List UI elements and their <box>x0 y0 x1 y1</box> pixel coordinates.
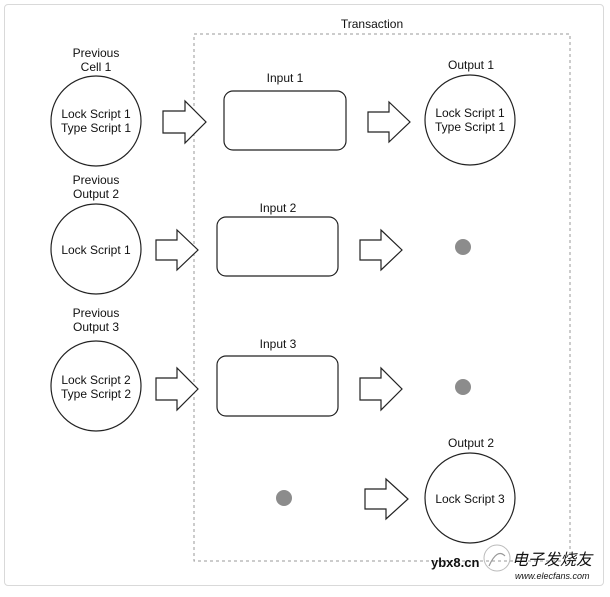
arrow-cell-1-to-input-1 <box>162 99 207 145</box>
cell-1-title-line-1: Previous <box>73 46 120 60</box>
output-2-script-line-1: Lock Script 3 <box>435 492 505 506</box>
watermark-brand: 电子发烧友 <box>512 551 594 569</box>
output-1-script-line-2: Type Script 1 <box>435 120 505 134</box>
output-1-label: Output 1 <box>448 58 494 72</box>
input-2: Input 2 <box>216 201 339 277</box>
cell-1-script-line-1: Lock Script 1 <box>61 107 131 121</box>
cell-2-title-line-1: Previous <box>73 173 120 187</box>
arrow-output-2-to-input-2 <box>155 228 199 272</box>
cell-1-circle <box>50 75 142 167</box>
watermark-logo-icon <box>483 544 511 572</box>
arrow-output-3-to-input-3 <box>155 366 199 412</box>
watermark-url: www.elecfans.com <box>515 571 590 581</box>
cell-1-title-line-2: Cell 1 <box>81 60 112 74</box>
input-1-box <box>223 90 347 151</box>
arrow-input-3-to-empty <box>359 366 403 412</box>
arrow-dot-to-output-2 <box>364 477 409 521</box>
cell-3-title-line-2: Output 3 <box>73 320 119 334</box>
output-2: Output 2 Lock Script 3 <box>424 436 516 544</box>
input-3-label: Input 3 <box>260 337 297 351</box>
input-3: Input 3 <box>216 337 339 417</box>
empty-output-dot-2 <box>455 239 471 255</box>
cell-3-title-line-1: Previous <box>73 306 120 320</box>
output-1-script-line-1: Lock Script 1 <box>435 106 505 120</box>
cell-2-script-line-1: Lock Script 1 <box>61 243 131 257</box>
input-1-label: Input 1 <box>267 71 304 85</box>
output-2-label: Output 2 <box>448 436 494 450</box>
output-1-circle <box>424 74 516 166</box>
input-3-box <box>216 355 339 417</box>
empty-input-dot-4 <box>276 490 292 506</box>
transaction-label: Transaction <box>341 17 403 31</box>
cell-3-script-line-1: Lock Script 2 <box>61 373 131 387</box>
input-2-label: Input 2 <box>260 201 297 215</box>
empty-output-dot-3 <box>455 379 471 395</box>
cell-2-title-line-2: Output 2 <box>73 187 119 201</box>
transaction-boundary <box>193 33 571 562</box>
input-1: Input 1 <box>223 71 347 151</box>
arrow-input-1-to-output-1 <box>367 100 411 144</box>
cell-2-circle <box>50 203 142 295</box>
output-2-circle <box>424 452 516 544</box>
arrow-input-2-to-empty <box>359 228 403 272</box>
cell-3-circle <box>50 340 142 432</box>
previous-output-3: Previous Output 3 Lock Script 2 Type Scr… <box>50 306 142 432</box>
cell-1-script-line-2: Type Script 1 <box>61 121 131 135</box>
input-2-box <box>216 216 339 277</box>
previous-output-2: Previous Output 2 Lock Script 1 <box>50 173 142 295</box>
cell-3-script-line-2: Type Script 2 <box>61 387 131 401</box>
watermark: ybx8.cn 电子发烧友 www.elecfans.com <box>431 544 594 581</box>
output-1: Output 1 Lock Script 1 Type Script 1 <box>424 58 516 166</box>
watermark-site: ybx8.cn <box>431 555 479 570</box>
previous-cell-1: Previous Cell 1 Lock Script 1 Type Scrip… <box>50 46 142 167</box>
